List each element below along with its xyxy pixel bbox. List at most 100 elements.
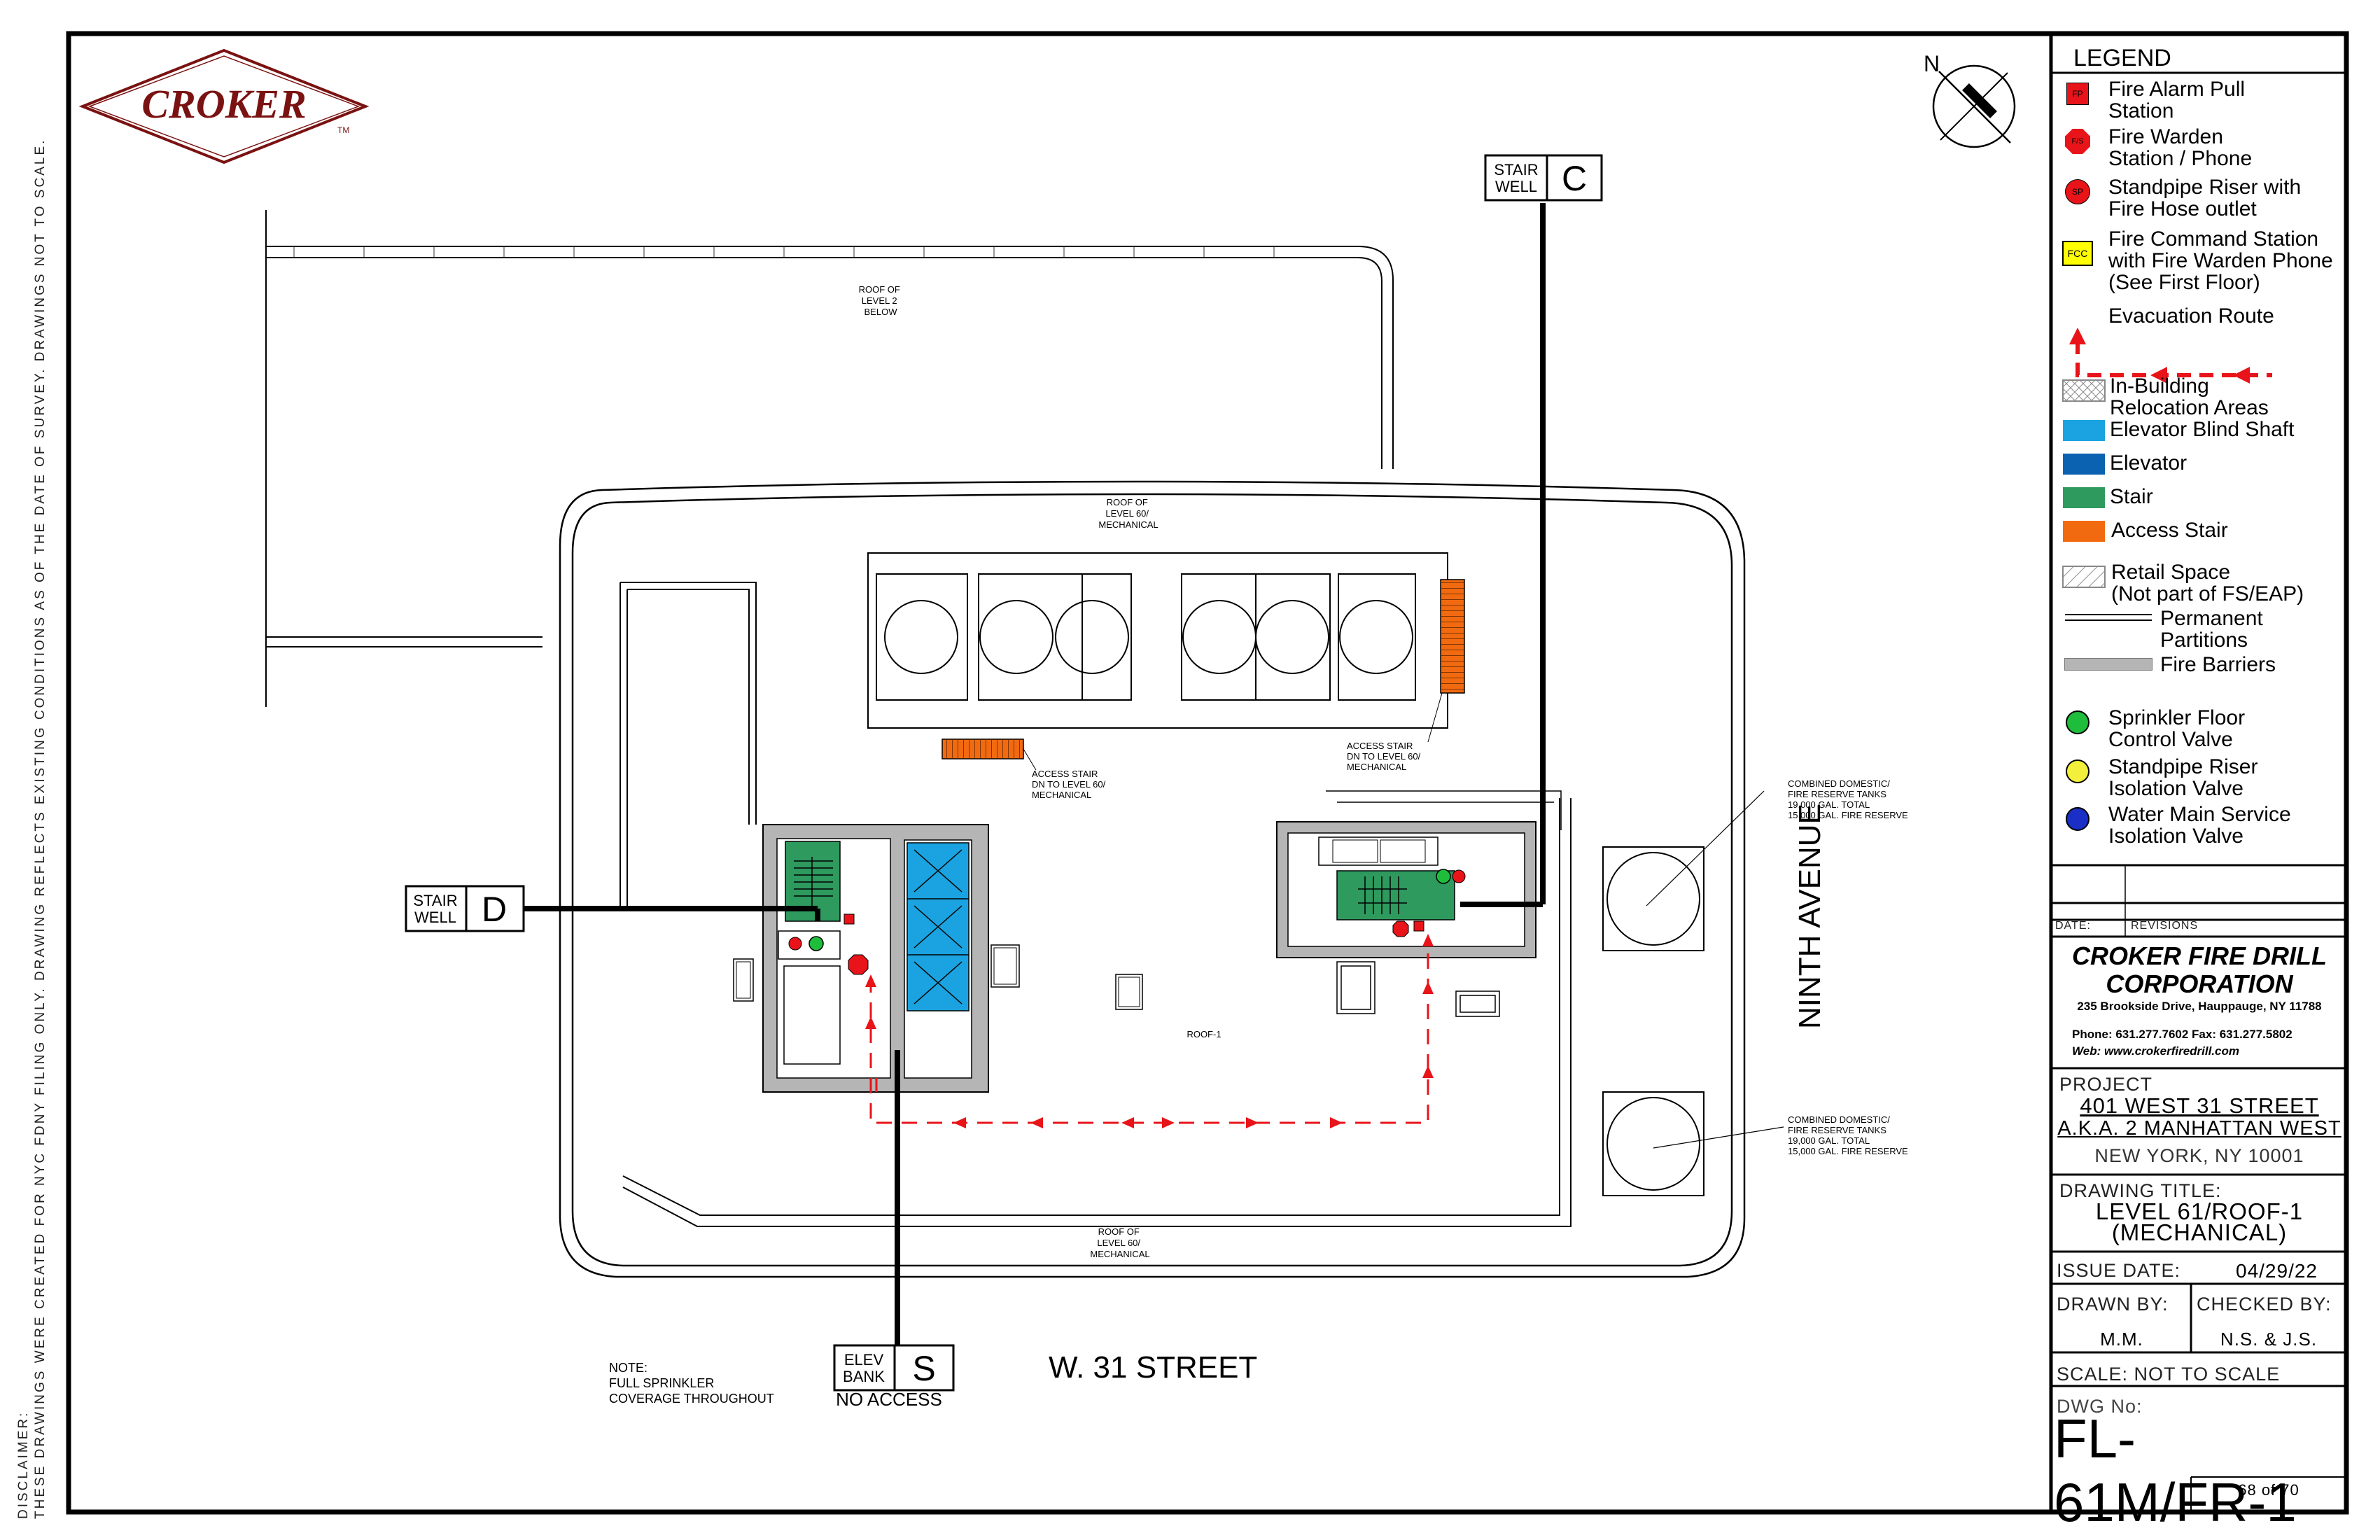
access-stair-left-label: ACCESS STAIR DN TO LEVEL 60/ MECHANICAL: [1032, 769, 1108, 800]
water-main-valve-icon: [2066, 807, 2090, 831]
sprinkler-note: NOTE: FULL SPRINKLER COVERAGE THROUGHOUT: [609, 1361, 774, 1406]
west-core: [762, 824, 989, 1093]
drawn-by-value: M.M.: [2100, 1329, 2143, 1350]
checked-by-value: N.S. & J.S.: [2220, 1329, 2318, 1350]
level2-roof-outline: [265, 210, 1394, 707]
revisions-date-label: DATE:: [2055, 920, 2091, 932]
title-block: LEGEND FP Fire Alarm Pull Station F/S Fi…: [2052, 35, 2346, 1533]
drawing-title-label: DRAWING TITLE:: [2059, 1180, 2222, 1201]
company-web: Web: www.crokerfiredrill.com: [2072, 1044, 2240, 1058]
sprinkler-valve-west: [808, 936, 824, 951]
legend-item-sprinkler-valve: Sprinkler Floor Control Valve: [2062, 707, 2245, 750]
standpipe-valve-icon: [2066, 760, 2090, 783]
project-line-3: NEW YORK, NY 10001: [2094, 1145, 2304, 1166]
access-stair-right-label: ACCESS STAIR DN TO LEVEL 60/ MECHANICAL: [1347, 741, 1423, 772]
croker-logo: CROKER TM: [78, 48, 370, 164]
drawing-title-1: LEVEL 61/ROOF-1: [2095, 1198, 2304, 1224]
roof1-label: ROOF-1: [1186, 1029, 1221, 1040]
fcc-icon: FCC: [2062, 241, 2093, 266]
page-count: 68 of 70: [2238, 1481, 2300, 1499]
mechanical-equipment: [867, 552, 1448, 729]
north-label: N: [1924, 51, 1940, 76]
access-stair-icon: [2063, 521, 2105, 542]
tanks-top-label: COMBINED DOMESTIC/ FIRE RESERVE TANKS 19…: [1788, 778, 1908, 820]
roof1-boundary: [622, 798, 1572, 1227]
standpipe-east: [1452, 869, 1466, 883]
logo-tm: TM: [337, 125, 349, 135]
stair-c: [1336, 870, 1455, 920]
legend-item-barriers: Fire Barriers: [2062, 654, 2276, 676]
svg-text:ELEV: ELEV: [844, 1351, 884, 1368]
company-name-1: CROKER FIRE DRILL: [2072, 941, 2327, 970]
svg-text:C: C: [1562, 159, 1587, 198]
dwg-number: FL-61M/FR-1: [2054, 1408, 2297, 1533]
standpipe-icon: SP: [2065, 179, 2090, 204]
company-block: CROKER FIRE DRILL CORPORATION 235 Brooks…: [2052, 942, 2346, 1014]
legend-item-access-stair: Access Stair: [2062, 519, 2228, 543]
svg-text:S: S: [912, 1349, 935, 1388]
standpipe-west: [788, 937, 802, 951]
elev-s-tag: ELEV BANK S NO ACCESS: [833, 1344, 955, 1410]
partition-icon: [2065, 614, 2152, 621]
company-address: 235 Brookside Drive, Hauppauge, NY 11788: [2077, 1000, 2322, 1013]
sheet-border: [66, 31, 2349, 1515]
elevator-icon: [2063, 454, 2105, 475]
stair-d-tag: STAIR WELL D: [405, 885, 525, 932]
pull-station-west: [844, 913, 855, 925]
warden-phone-west: [848, 954, 869, 975]
svg-text:D: D: [482, 890, 507, 929]
street-east-label: NINTH AVENUE: [1793, 804, 1827, 1029]
dwg-label: DWG No:: [2057, 1396, 2143, 1417]
revisions-label: REVISIONS: [2131, 920, 2199, 932]
scale-text: SCALE: NOT TO SCALE: [2057, 1364, 2281, 1385]
street-south-label: W. 31 STREET: [1049, 1350, 1257, 1385]
warden-phone-icon: F/S: [2065, 129, 2090, 154]
east-core: [1276, 821, 1536, 958]
legend-item-standpipe: SP Standpipe Riser with Fire Hose outlet: [2062, 176, 2301, 220]
tower-outline: [559, 480, 1746, 1278]
east-roof-curbs: [1326, 790, 1562, 1017]
legend-item-fcc: FCC Fire Command Station with Fire Warde…: [2062, 228, 2333, 293]
legend-item-blind-shaft: Elevator Blind Shaft: [2062, 419, 2294, 442]
sprinkler-valve-east: [1436, 869, 1451, 884]
north-arrow-icon: N: [1924, 51, 2016, 148]
legend-item-stair: Stair: [2062, 486, 2153, 510]
roof-level2-label: ROOF OF LEVEL 2 BELOW: [859, 284, 903, 317]
legend-item-relocation: In-Building Relocation Areas: [2062, 375, 2269, 419]
legend-item-retail: Retail Space (Not part of FS/EAP): [2062, 561, 2304, 605]
company-phone: Phone: 631.277.7602 Fax: 631.277.5802: [2072, 1028, 2292, 1041]
checked-by-label: CHECKED BY:: [2197, 1294, 2332, 1315]
legend-item-partitions: Permanent Partitions: [2062, 608, 2263, 651]
svg-text:STAIR: STAIR: [1494, 161, 1538, 178]
riser-leaders: [524, 203, 1546, 1345]
legend-item-pull-station: FP Fire Alarm Pull Station: [2062, 78, 2245, 122]
evacuation-route: [869, 942, 1429, 1124]
stair-c-tag: STAIR WELL C: [1484, 154, 1603, 202]
relocation-area-icon: [2062, 379, 2106, 402]
legend-item-standpipe-valve: Standpipe Riser Isolation Valve: [2062, 756, 2258, 799]
title-block-grid: [2051, 71, 2346, 1512]
issue-date-label: ISSUE DATE:: [2057, 1260, 2181, 1281]
drawn-by-label: DRAWN BY:: [2057, 1294, 2169, 1315]
legend-item-warden-phone: F/S Fire Warden Station / Phone: [2062, 126, 2252, 169]
logo-text: CROKER: [141, 81, 306, 127]
retail-space-icon: [2062, 566, 2106, 588]
evacuation-arrows: [865, 934, 1434, 1128]
project-line-1: 401 WEST 31 STREET: [2080, 1093, 2319, 1118]
sprinkler-valve-icon: [2066, 710, 2090, 734]
fire-barrier-icon: [2064, 658, 2152, 671]
drawing-title-2: (MECHANICAL): [2111, 1219, 2288, 1245]
legend-item-evacuation: Evacuation Route: [2062, 305, 2274, 384]
svg-text:STAIR: STAIR: [413, 892, 457, 909]
svg-text:WELL: WELL: [414, 909, 456, 926]
fire-reserve-tanks: [1602, 790, 1784, 1196]
blind-shaft-icon: [2063, 420, 2105, 441]
legend-item-water-main-valve: Water Main Service Isolation Valve: [2062, 804, 2291, 847]
project-line-2: A.K.A. 2 MANHATTAN WEST: [2057, 1117, 2342, 1140]
project-label: PROJECT: [2059, 1074, 2153, 1095]
roof-level60-top-label: ROOF OF LEVEL 60/ MECHANICAL: [1098, 497, 1158, 530]
legend-item-elevator: Elevator: [2062, 452, 2187, 476]
svg-text:BANK: BANK: [843, 1368, 885, 1385]
stair-icon: [2063, 487, 2105, 508]
